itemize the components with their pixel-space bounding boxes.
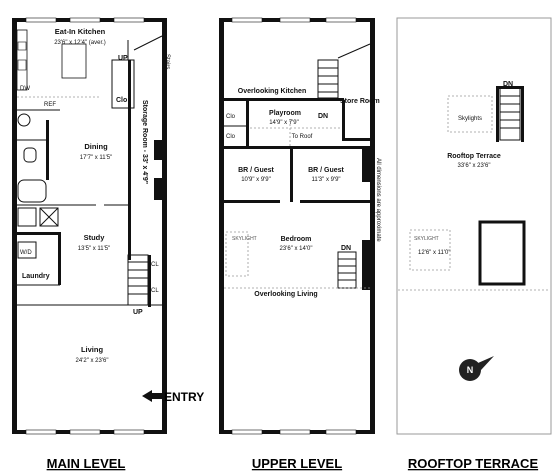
storage-room-label: Storage Room - 33' x 4'9": [141, 100, 148, 184]
closet-label-upper-2: Clo: [226, 134, 236, 140]
dining-label: Dining: [84, 142, 108, 151]
up-label-lower: UP: [133, 309, 143, 316]
dimensions-note: All dimensions are approximate: [375, 158, 381, 242]
rooftop-terrace-title: ROOFTOP TERRACE: [408, 456, 539, 471]
up-label: UP: [118, 55, 128, 62]
closet-label-upper-1: Clo: [226, 114, 236, 120]
upper-level-title: UPPER LEVEL: [252, 456, 342, 471]
down-label: DN: [318, 113, 328, 120]
closet-label-2: CL: [151, 288, 159, 294]
bedroom-dimensions: 23'6" x 14'0": [280, 246, 313, 252]
study-dimensions: 13'5" x 11'5": [78, 246, 110, 252]
rooftop-terrace-label: Rooftop Terrace: [447, 153, 501, 160]
north-arrow-icon: N: [467, 365, 474, 375]
skylights-label: Skylights: [458, 116, 482, 122]
playroom-label: Playroom: [269, 110, 301, 117]
rooftop-terrace-dimensions: 33'6" x 23'6": [458, 163, 491, 169]
to-roof-label: To Roof: [292, 134, 313, 140]
living-dimensions: 24'2" x 23'6": [76, 358, 109, 364]
washer-dryer-label: W/D: [20, 250, 32, 256]
guest-bedroom-1-dimensions: 10'9" x 9'9": [241, 177, 271, 183]
closet-label-1: CL: [151, 262, 159, 268]
living-label: Living: [81, 345, 104, 354]
kitchen-dimensions: 23'6" x 12'4" (aver.): [54, 40, 106, 46]
main-level-title: MAIN LEVEL: [47, 456, 126, 471]
laundry-label: Laundry: [22, 273, 50, 280]
entry-label: ENTRY: [164, 390, 204, 404]
dining-dimensions: 17'7" x 11'5": [80, 155, 112, 161]
guest-bedroom-1-label: BR / Guest: [238, 167, 274, 174]
stairs-label: Stairs: [164, 54, 170, 69]
clo-label: Clo: [116, 97, 127, 104]
guest-bedroom-2-dimensions: 11'3" x 9'9": [311, 177, 340, 183]
down-label-roof: DN: [503, 81, 513, 88]
overlooking-kitchen-label: Overlooking Kitchen: [238, 88, 306, 95]
skylight-label-upper: SKYLIGHT: [232, 236, 257, 242]
dw-label: DW: [20, 86, 30, 92]
skylight-label-roof: SKYLIGHT: [414, 236, 439, 242]
rooftop-plan: [396, 17, 552, 435]
guest-bedroom-2-label: BR / Guest: [308, 167, 344, 174]
kitchen-label: Eat-In Kitchen: [55, 27, 106, 36]
upper-level-plan: [219, 17, 375, 435]
down-label-bedroom: DN: [341, 245, 351, 252]
main-level-plan: [12, 17, 167, 435]
playroom-dimensions: 14'9" x 7'9": [269, 120, 299, 126]
skylight-dimensions: 12'6" x 11'0": [418, 250, 450, 256]
store-room-label: Store Room: [340, 98, 380, 105]
bedroom-label: Bedroom: [281, 236, 312, 243]
overlooking-living-label: Overlooking Living: [254, 291, 317, 298]
ref-label: REF: [44, 102, 56, 108]
study-label: Study: [84, 233, 106, 242]
